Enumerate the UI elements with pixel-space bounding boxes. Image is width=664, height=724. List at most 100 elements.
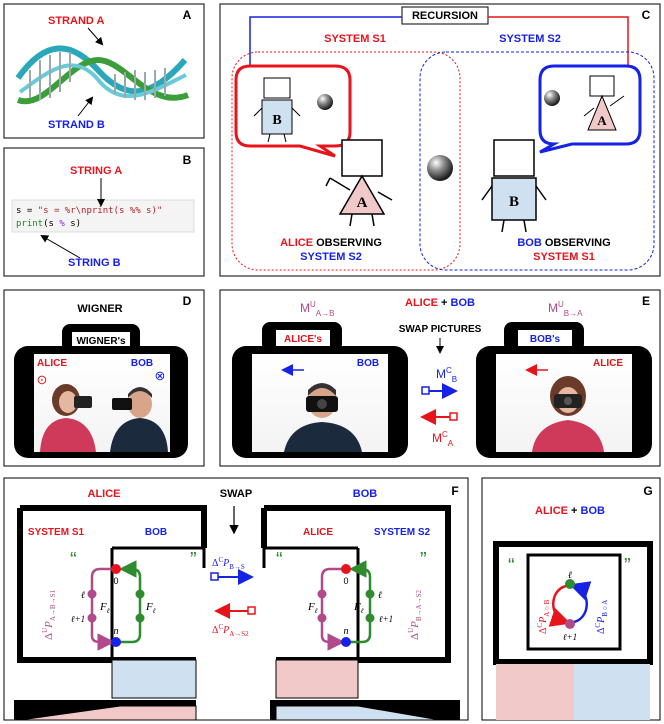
panel-c-letter: C [642, 8, 651, 22]
small-bob-figure: B [253, 77, 301, 143]
strand-a-pointer [87, 27, 104, 46]
f-swap-title: SWAP [220, 488, 252, 500]
wigner-title: WIGNER [77, 303, 122, 315]
svg-text:n: n [114, 626, 119, 637]
panel-e: E ALICE + BOB SWAP PICTURES MUA→B MUB→A … [219, 289, 661, 467]
svg-text:0: 0 [113, 576, 118, 586]
otimes-icon: ⊗ [155, 368, 166, 383]
dc-a-label: ΔCPA→S2 [212, 623, 249, 638]
mc-a-source-square [449, 412, 458, 421]
alice-photo-swapped [532, 376, 604, 452]
dc-b-label: ΔCPB→S [212, 556, 245, 571]
small-sphere-left [317, 94, 333, 110]
alice-photo [40, 384, 96, 452]
string-a-label: STRING A [70, 165, 122, 177]
bob-screen-label: BOB's [530, 334, 561, 345]
g-dc-b-label: ΔCPB ○ A [594, 600, 609, 634]
code-block [11, 199, 195, 233]
bob-observing-system: SYSTEM S1 [533, 251, 595, 263]
mu-b-to-a: MUB→A [548, 300, 583, 318]
wigner-bob-label: BOB [131, 358, 153, 369]
dna-helix-image [15, 45, 190, 105]
svg-text:ℓ+1: ℓ+1 [563, 632, 577, 642]
svg-text:B: B [272, 113, 281, 128]
dc-a-source-square [247, 606, 256, 615]
panel-a: A STRAND A STRAND B [3, 3, 205, 139]
system-s1-label: SYSTEM S1 [324, 33, 386, 45]
f-right-quote-open: “ [276, 549, 283, 571]
panel-f-letter: F [451, 484, 458, 498]
string-b-label: STRING B [68, 257, 121, 269]
bob-label-plate [518, 330, 572, 346]
f-right-camera-outline [261, 505, 451, 663]
g-quote-open: “ [508, 555, 515, 577]
code-line-2: print(s % s) [16, 219, 81, 229]
svg-text:B: B [509, 194, 519, 210]
mc-b-source-square [421, 386, 430, 395]
mc-b-label: MCB [436, 366, 457, 384]
g-inner-screen [526, 553, 622, 651]
wigner-alice-label: ALICE [37, 358, 67, 369]
f-left-pink-floor [19, 705, 197, 721]
g-quote-close: ” [624, 555, 631, 577]
du-right-label: ΔUPB→A→S2 [407, 590, 423, 640]
svg-text:Fℓ: Fℓ [145, 601, 156, 615]
mu-a-to-b: MUA→B [300, 300, 334, 318]
alice-figure: A [325, 139, 393, 227]
f-right-quote-close: ” [420, 549, 427, 571]
alice-observing-system: SYSTEM S2 [300, 251, 362, 263]
panel-a-letter: A [183, 8, 192, 22]
wigner-screen-label: WIGNER's [76, 336, 125, 347]
panel-e-letter: E [642, 294, 650, 308]
svg-text:ℓ+1: ℓ+1 [379, 614, 393, 624]
strand-b-pointer [77, 96, 94, 117]
small-sphere-right [544, 90, 560, 106]
wigner-label-plate [72, 332, 130, 348]
f-right-cycle-diagram: 0 ℓ ℓ+1 n Fℓ Fℓ [307, 560, 393, 651]
mc-a-label: MCA [432, 430, 454, 448]
svg-text:Fℓ: Fℓ [307, 601, 318, 615]
f-right-self-label: ALICE [303, 527, 333, 538]
svg-text:A: A [357, 195, 368, 211]
f-left-bob-base [111, 659, 197, 699]
svg-text:ℓ: ℓ [568, 570, 572, 581]
panel-g-letter: G [643, 484, 652, 498]
g-blue-base [574, 664, 650, 720]
central-sphere [427, 155, 453, 181]
string-b-pointer [40, 234, 81, 259]
svg-text:ℓ+1: ℓ+1 [71, 614, 85, 624]
f-right-system-label: SYSTEM S2 [374, 527, 431, 538]
panel-f-frame [3, 477, 469, 721]
f-left-other-label: BOB [145, 527, 167, 538]
strand-a-label: STRAND A [48, 15, 104, 27]
f-left-cycle-diagram: 0 ℓ ℓ+1 n Fℓ Fℓ [71, 560, 156, 651]
alice-thought-bubble [234, 64, 352, 158]
small-alice-figure: A [583, 75, 625, 131]
dc-b-source-square [210, 572, 219, 581]
recursion-arrow-right [488, 16, 634, 83]
svg-text:0: 0 [343, 576, 348, 586]
recursion-arrow-left [244, 16, 402, 83]
f-right-blue-floor [275, 705, 441, 721]
du-left-label: ΔUPA→B→S1 [41, 590, 57, 640]
system-s2-region [419, 51, 655, 271]
svg-text:Fℓ: Fℓ [99, 601, 110, 615]
system-s2-label: SYSTEM S2 [499, 33, 561, 45]
bob-screen-alice-label: ALICE [593, 358, 623, 369]
svg-text:ℓ: ℓ [378, 590, 382, 601]
panel-b-letter: B [183, 153, 192, 167]
bob-observing-label: BOB OBSERVING [517, 237, 610, 249]
alice-observing-label: ALICE OBSERVING [280, 237, 382, 249]
recursion-box [401, 6, 489, 25]
g-cycle-diagram: ℓ ℓ+1 [548, 570, 592, 642]
f-left-system-label: SYSTEM S1 [28, 527, 85, 538]
panel-g: G ALICE + BOB “ ” ℓ ℓ+1 ΔCPA ○ B ΔCPB ○ … [481, 477, 661, 721]
alice-plus-bob-title: ALICE + BOB [405, 297, 475, 309]
f-right-alice-base [275, 659, 359, 699]
f-bob-title: BOB [353, 488, 378, 500]
svg-text:A: A [597, 113, 607, 128]
svg-text:ℓ: ℓ [81, 590, 85, 601]
f-left-quote-close: ” [190, 549, 197, 571]
bob-photo-swapped [284, 383, 362, 452]
